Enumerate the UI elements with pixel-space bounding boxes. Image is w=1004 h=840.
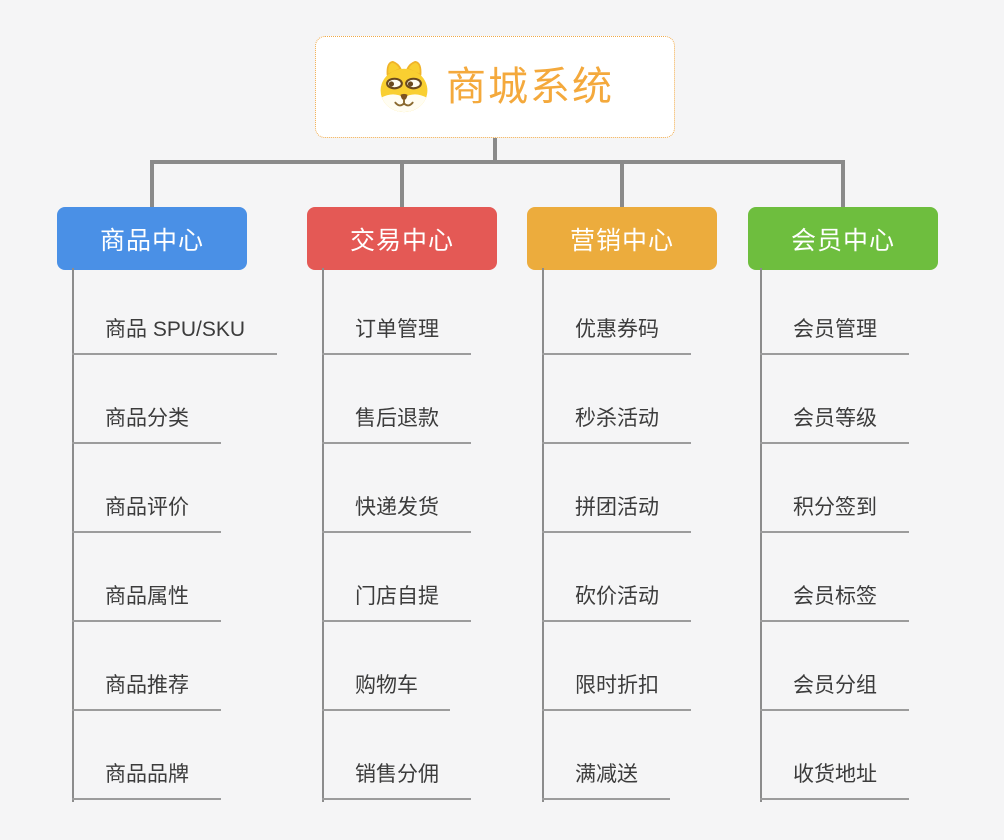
sub-topic[interactable]: 满减送 (542, 760, 670, 800)
sub-topic[interactable]: 商品分类 (72, 404, 221, 444)
sub-topic[interactable]: 会员管理 (760, 315, 909, 355)
sub-topic[interactable]: 拼团活动 (542, 493, 691, 533)
sub-topic[interactable]: 商品品牌 (72, 760, 221, 800)
sub-topic[interactable]: 售后退款 (322, 404, 471, 444)
sub-topic[interactable]: 优惠券码 (542, 315, 691, 355)
branch-trunk-line-2 (542, 268, 544, 802)
connector-drop-4 (841, 160, 845, 208)
sub-topic[interactable]: 会员标签 (760, 582, 909, 622)
branch-trunk-line-3 (760, 268, 762, 802)
connector-horizontal-rail (150, 160, 845, 164)
connector-drop-2 (400, 160, 404, 208)
branch-topic-0[interactable]: 商品中心 (57, 207, 247, 270)
sub-topic[interactable]: 商品评价 (72, 493, 221, 533)
root-topic-title: 商城系统 (446, 65, 614, 109)
sub-topic[interactable]: 购物车 (322, 671, 450, 711)
sub-topic[interactable]: 会员等级 (760, 404, 909, 444)
sub-topic[interactable]: 限时折扣 (542, 671, 691, 711)
branch-trunk-line-0 (72, 268, 74, 802)
sub-topic[interactable]: 商品 SPU/SKU (72, 315, 278, 355)
branch-topic-label: 会员中心 (790, 226, 895, 255)
dog-face-icon (380, 61, 428, 113)
sub-topic[interactable]: 砍价活动 (542, 582, 691, 622)
branch-topic-2[interactable]: 营销中心 (527, 207, 717, 270)
sub-topic[interactable]: 销售分佣 (322, 760, 471, 800)
branch-topic-label: 交易中心 (349, 226, 454, 255)
sub-topic[interactable]: 门店自提 (322, 582, 471, 622)
sub-topic[interactable]: 收货地址 (760, 760, 909, 800)
branch-topic-label: 营销中心 (569, 226, 674, 255)
sub-topic[interactable]: 积分签到 (760, 493, 909, 533)
sub-topic[interactable]: 订单管理 (322, 315, 471, 355)
connector-drop-3 (620, 160, 624, 208)
connector-root-stub (493, 138, 497, 162)
branch-topic-3[interactable]: 会员中心 (748, 207, 938, 270)
sub-topic[interactable]: 会员分组 (760, 671, 909, 711)
connector-drop-1 (150, 160, 154, 208)
branch-topic-1[interactable]: 交易中心 (307, 207, 497, 270)
root-topic[interactable]: 商城系统 (315, 36, 675, 138)
sub-topic[interactable]: 商品推荐 (72, 671, 221, 711)
sub-topic[interactable]: 快递发货 (322, 493, 471, 533)
sub-topic[interactable]: 商品属性 (72, 582, 221, 622)
sub-topic[interactable]: 秒杀活动 (542, 404, 691, 444)
branch-trunk-line-1 (322, 268, 324, 802)
branch-topic-label: 商品中心 (99, 226, 204, 255)
